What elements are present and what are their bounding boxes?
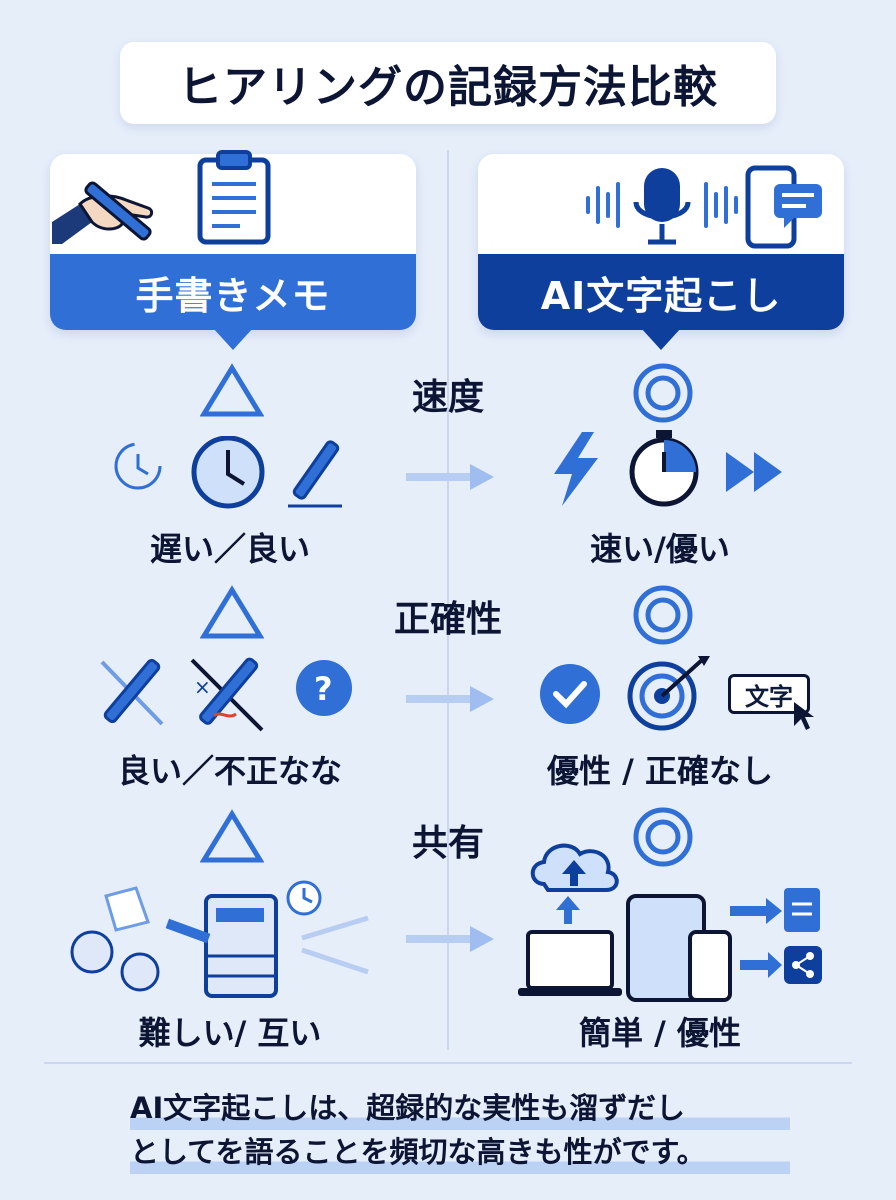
svg-text:×: × bbox=[194, 675, 211, 699]
double-circle-mark-icon bbox=[633, 585, 693, 645]
moji-text-box: 文字 bbox=[728, 674, 810, 714]
accuracy-left-label: 良い／不正なな bbox=[117, 752, 342, 790]
double-circle-mark-icon bbox=[633, 807, 693, 867]
comparison-arrow-icon bbox=[406, 926, 494, 952]
accuracy-right-label: 優性 / 正確なし bbox=[547, 752, 773, 790]
ai-transcription-card: AI文字起こし bbox=[478, 154, 844, 350]
speed-right-label: 速い/優い bbox=[590, 530, 730, 568]
handwritten-memo-label: 手書きメモ bbox=[50, 254, 416, 350]
clipboard-icon bbox=[197, 150, 271, 245]
triangle-mark-icon bbox=[200, 585, 264, 639]
criterion-accuracy: 正確性 bbox=[393, 599, 502, 640]
microphone-icon bbox=[586, 168, 738, 245]
slow-clock-icons bbox=[114, 436, 342, 509]
handwritten-memo-card: 手書きメモ bbox=[50, 150, 416, 350]
comparison-arrow-icon bbox=[406, 686, 494, 712]
cloud-devices-share-icons bbox=[518, 843, 822, 1002]
triangle-mark-icon bbox=[200, 363, 264, 417]
speed-left-label: 遅い／良い bbox=[149, 530, 310, 568]
criterion-speed: 速度 bbox=[411, 377, 484, 418]
footer-summary: AI文字起こしは、超録的な実性も溜ずだし としてを語ることを頻切な高きも性がです… bbox=[130, 1086, 790, 1174]
footer-line-1: AI文字起こしは、超録的な実性も溜ずだし bbox=[130, 1086, 790, 1130]
center-divider bbox=[447, 150, 449, 1050]
fast-speed-icons bbox=[554, 430, 782, 507]
accuracy-check-target-icons bbox=[540, 656, 710, 731]
paper-copier-icons bbox=[70, 880, 369, 998]
ai-transcription-label: AI文字起こし bbox=[478, 254, 844, 350]
cursor-icon bbox=[794, 702, 814, 730]
criterion-sharing: 共有 bbox=[411, 823, 484, 864]
footer-line-2: としてを語ることを頻切な高きも性がです。 bbox=[130, 1130, 790, 1174]
inaccurate-notes-icons: × ? bbox=[100, 657, 352, 732]
footer-divider bbox=[44, 1062, 852, 1064]
double-circle-mark-icon bbox=[633, 363, 693, 423]
hand-writing-icon bbox=[52, 181, 154, 244]
sharing-left-label: 難しい/ 互い bbox=[138, 1014, 322, 1052]
handwritten-card-illustration bbox=[50, 150, 416, 254]
comparison-arrow-icon bbox=[406, 464, 494, 490]
smartphone-chat-icon bbox=[745, 165, 822, 249]
svg-text:?: ? bbox=[314, 670, 333, 708]
triangle-mark-icon bbox=[200, 809, 264, 863]
ai-card-illustration bbox=[478, 154, 844, 254]
page-title: ヒアリングの記録方法比較 bbox=[120, 42, 776, 124]
sharing-right-label: 簡単 / 優性 bbox=[579, 1014, 741, 1052]
